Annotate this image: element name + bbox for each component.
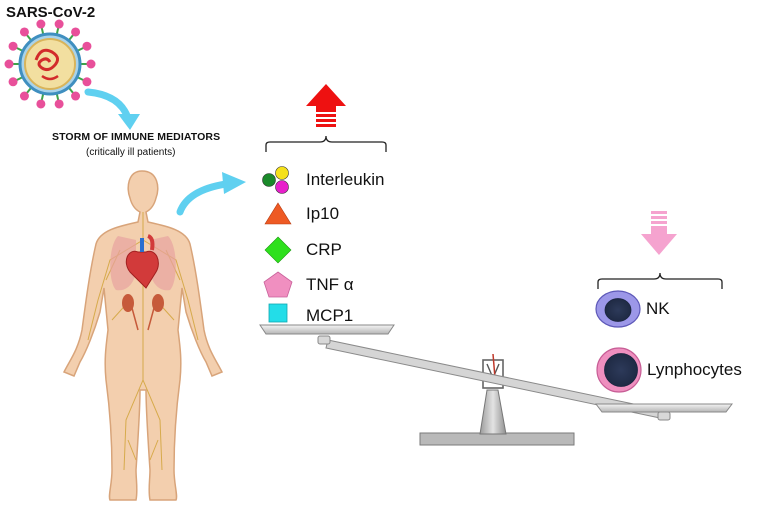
mediator-label-interleukin: Interleukin (306, 170, 385, 189)
cells-bracket (597, 272, 723, 289)
virus-spike-cap (82, 41, 92, 51)
ip10-triangle-icon (264, 202, 292, 225)
body-to-mediators-arrow (176, 172, 246, 216)
virus-spike-cap (19, 91, 29, 101)
human-body-icon (62, 170, 224, 501)
virus-spike-cap (82, 77, 92, 87)
mediator-label-tnf: TNF α (306, 275, 354, 294)
mediators-bracket (265, 135, 387, 152)
virus-spike-cap (71, 27, 81, 37)
lymphocyte-cell-icon (596, 347, 642, 393)
virus-label: SARS-CoV-2 (6, 4, 96, 21)
virus-spike-cap (8, 77, 18, 87)
virus-spike-cap (54, 99, 64, 109)
cell-label-lymphocytes: Lynphocytes (647, 360, 742, 379)
decrease-arrow-icon (641, 211, 677, 255)
cell-label-nk: NK (646, 299, 670, 318)
mediator-label-mcp1: MCP1 (306, 306, 354, 325)
balance-scale-icon (259, 324, 733, 446)
tnf-pentagon-icon (263, 271, 293, 298)
virus-to-body-arrow (84, 88, 140, 130)
mediator-label-ip10: Ip10 (306, 204, 340, 223)
increase-arrow-icon (306, 84, 346, 127)
virus-spike-cap (8, 41, 18, 51)
storm-subtitle: (critically ill patients) (86, 147, 176, 158)
virus-spike-cap (54, 19, 64, 29)
virus-spike-cap (36, 19, 46, 29)
nk-cell-icon (595, 290, 641, 328)
crp-diamond-icon (264, 236, 292, 264)
virus-spike-cap (4, 59, 14, 69)
virus-spike-cap (36, 99, 46, 109)
storm-title: STORM OF IMMUNE MEDIATORS (52, 131, 221, 143)
interleukin-icon (262, 166, 289, 194)
virus-spike-cap (19, 27, 29, 37)
mediator-label-crp: CRP (306, 240, 342, 259)
mcp1-square-icon (268, 303, 288, 323)
virus-spike-cap (71, 91, 81, 101)
virus-icon (4, 19, 96, 109)
virus-spike-cap (86, 59, 96, 69)
